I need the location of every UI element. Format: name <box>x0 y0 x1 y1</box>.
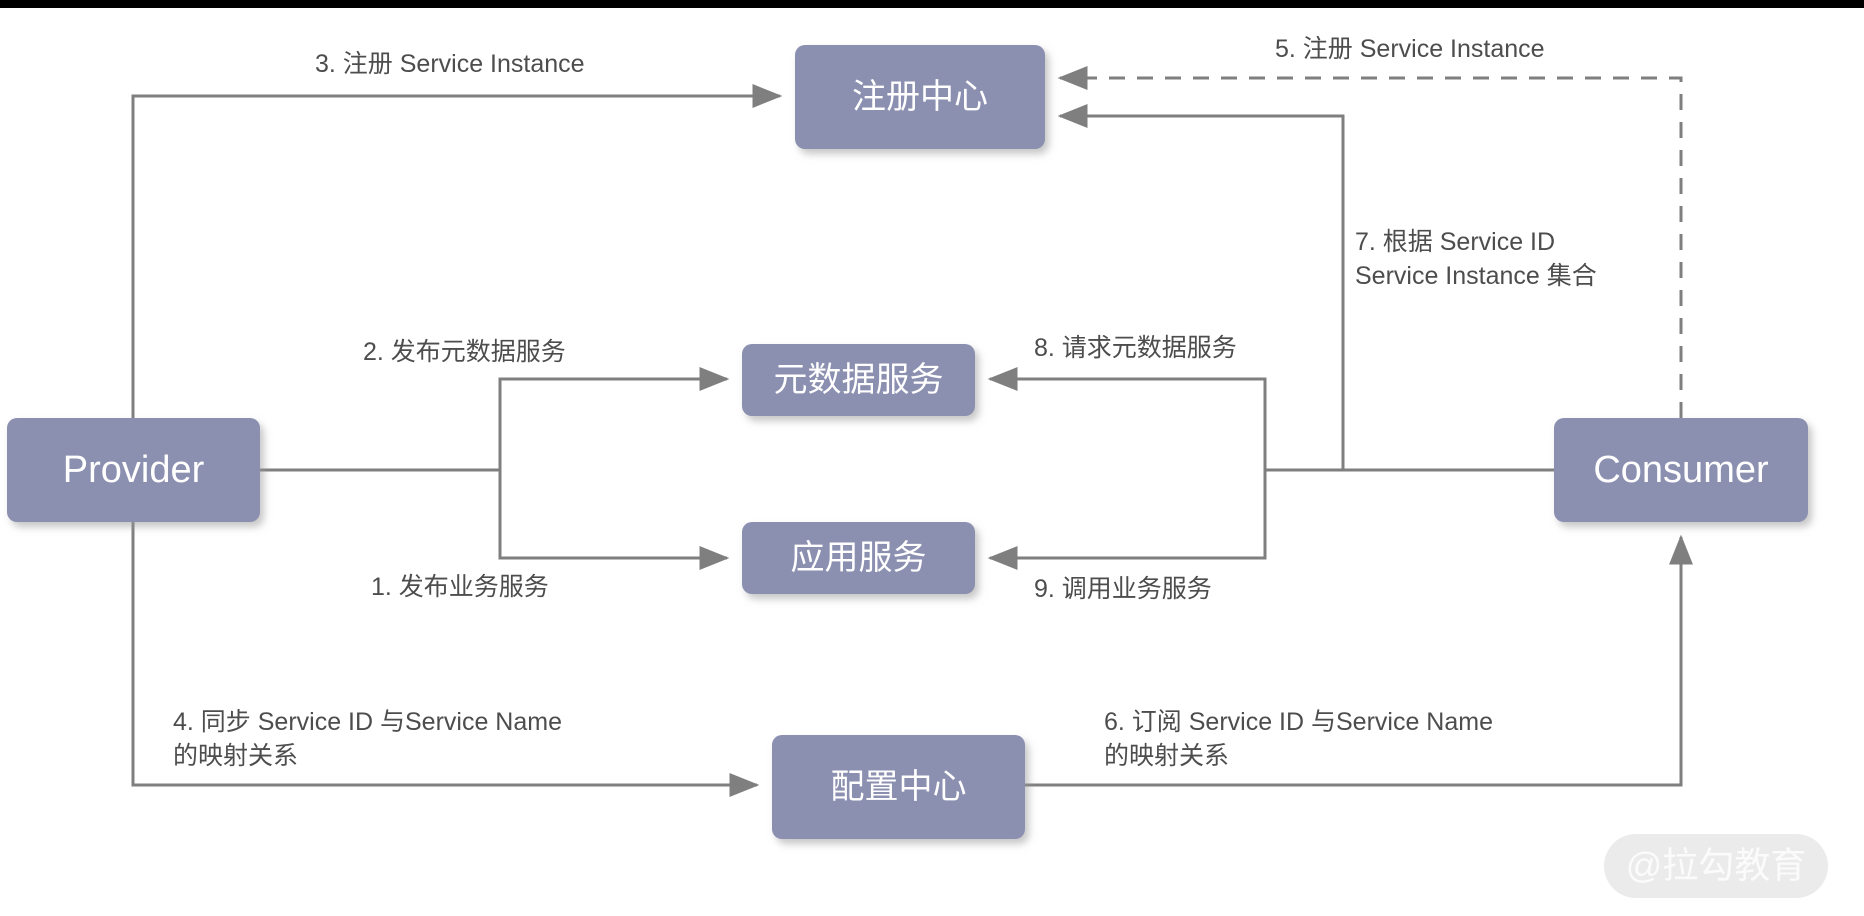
edge-label-e7: 7. 根据 Service ID Service Instance 集合 <box>1355 228 1597 290</box>
watermark-pill <box>1604 834 1828 898</box>
node-appsvc[interactable]: 应用服务 <box>742 522 975 594</box>
edge-e1 <box>260 468 730 570</box>
node-metadata[interactable]: 元数据服务 <box>742 344 975 416</box>
edge-e6 <box>1025 534 1693 787</box>
edge-e4 <box>131 522 760 797</box>
edge-e2 <box>260 367 730 472</box>
edge-label-e4: 4. 同步 Service ID 与Service Name 的映射关系 <box>173 708 562 770</box>
edge-labels-layer: 3. 注册 Service Instance 5. 注册 Service Inst… <box>173 35 1597 770</box>
node-label-appsvc: 应用服务 <box>791 539 927 577</box>
edge-label-line: 5. 注册 Service Instance <box>1275 35 1545 63</box>
node-box-provider <box>7 418 260 522</box>
node-registry[interactable]: 注册中心 <box>795 45 1045 149</box>
edge-label-line: 的映射关系 <box>1104 742 1229 770</box>
edge-label-line: 1. 发布业务服务 <box>371 573 549 601</box>
edges-layer <box>131 66 1693 797</box>
node-provider[interactable]: Provider <box>7 418 260 522</box>
edge-label-e1: 1. 发布业务服务 <box>371 573 549 601</box>
edge-label-line: 3. 注册 Service Instance <box>315 50 585 78</box>
edge-label-line: Service Instance 集合 <box>1355 262 1597 290</box>
edge-label-e3: 3. 注册 Service Instance <box>315 50 585 78</box>
node-consumer[interactable]: Consumer <box>1554 418 1808 522</box>
edge-label-e9: 9. 调用业务服务 <box>1034 575 1212 603</box>
node-config[interactable]: 配置中心 <box>772 735 1025 839</box>
edge-e9 <box>987 468 1554 570</box>
node-box-consumer <box>1554 418 1808 522</box>
node-box-registry <box>795 45 1045 149</box>
edge-e7 <box>1057 104 1554 472</box>
edge-label-line: 的映射关系 <box>173 742 298 770</box>
node-label-config: 配置中心 <box>831 768 967 806</box>
edge-label-e5: 5. 注册 Service Instance <box>1275 35 1545 63</box>
node-label-metadata: 元数据服务 <box>774 361 944 399</box>
edge-label-line: 2. 发布元数据服务 <box>363 338 566 366</box>
edge-label-line: 4. 同步 Service ID 与Service Name <box>173 708 562 736</box>
node-label-registry: 注册中心 <box>852 78 988 116</box>
edge-e5 <box>1057 66 1683 418</box>
edge-label-e6: 6. 订阅 Service ID 与Service Name 的映射关系 <box>1104 708 1493 770</box>
edge-label-line: 8. 请求元数据服务 <box>1034 334 1237 362</box>
edge-label-e8: 8. 请求元数据服务 <box>1034 334 1237 362</box>
node-box-metadata <box>742 344 975 416</box>
edge-label-line: 9. 调用业务服务 <box>1034 575 1212 603</box>
watermark-text: @拉勾教育 <box>1626 845 1807 886</box>
watermark: @拉勾教育 <box>1604 834 1828 898</box>
node-label-consumer: Consumer <box>1593 449 1769 491</box>
node-label-provider: Provider <box>63 449 205 491</box>
edge-e3 <box>131 84 783 418</box>
node-box-appsvc <box>742 522 975 594</box>
edge-label-line: 6. 订阅 Service ID 与Service Name <box>1104 708 1493 736</box>
top-black-bar <box>0 0 1864 8</box>
edge-e8 <box>987 367 1554 472</box>
edge-label-e2: 2. 发布元数据服务 <box>363 338 566 366</box>
node-box-config <box>772 735 1025 839</box>
edge-label-line: 7. 根据 Service ID <box>1355 228 1555 256</box>
